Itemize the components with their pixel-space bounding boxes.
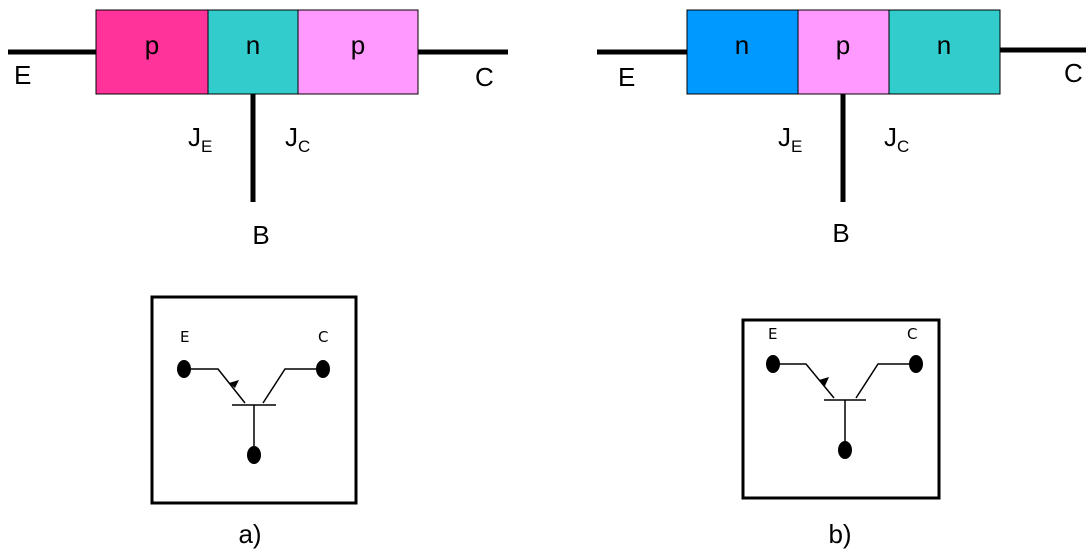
region-emitter (95, 9, 209, 95)
region-collector-label: p (351, 30, 365, 60)
region-base-label: n (246, 30, 260, 60)
symbol-frame (741, 318, 941, 500)
diagram-b-symbol: E C (741, 318, 941, 500)
base-terminal-dot (838, 441, 852, 459)
diagram-b-structure: n p n E C B JE JC (597, 9, 1086, 248)
emitter-arrow-icon (229, 380, 239, 388)
region-collector-label: n (937, 30, 951, 60)
diagram-a-structure: p n p E C B JE JC (8, 9, 508, 250)
symbol-collector-label: C (907, 325, 917, 343)
collector-terminal-label: C (475, 62, 494, 92)
base-terminal-dot (247, 446, 261, 464)
diagram-a: p n p E C B JE JC E C (8, 9, 508, 549)
emitter-junction-label: JE (778, 122, 802, 156)
symbol-frame (150, 295, 358, 505)
diagram-a-symbol: E C (150, 295, 358, 505)
region-base-label: p (836, 30, 850, 60)
collector-junction-label: JC (884, 122, 909, 156)
caption-a: a) (238, 519, 261, 549)
caption-b: b) (828, 519, 851, 549)
emitter-terminal-label: E (14, 60, 31, 90)
base-terminal-label: B (252, 220, 269, 250)
region-collector (888, 9, 1001, 95)
emitter-wire (773, 363, 835, 399)
diagram-b: n p n E C B JE JC E C (597, 9, 1086, 549)
symbol-emitter-label: E (180, 328, 189, 346)
region-emitter-label: p (145, 30, 159, 60)
emitter-terminal-label: E (618, 62, 635, 92)
emitter-arrow-icon (819, 377, 829, 386)
region-emitter (686, 9, 799, 95)
collector-terminal-label: C (1064, 58, 1083, 88)
emitter-wire (184, 368, 246, 404)
collector-wire (262, 368, 323, 404)
base-terminal-label: B (832, 218, 849, 248)
emitter-junction-label: JE (188, 122, 212, 156)
symbol-emitter-label: E (768, 325, 777, 343)
region-base (207, 9, 299, 95)
region-emitter-label: n (735, 30, 749, 60)
symbol-collector-label: C (318, 328, 328, 346)
region-collector (297, 9, 419, 95)
collector-junction-label: JC (285, 122, 310, 156)
collector-wire (855, 363, 916, 399)
